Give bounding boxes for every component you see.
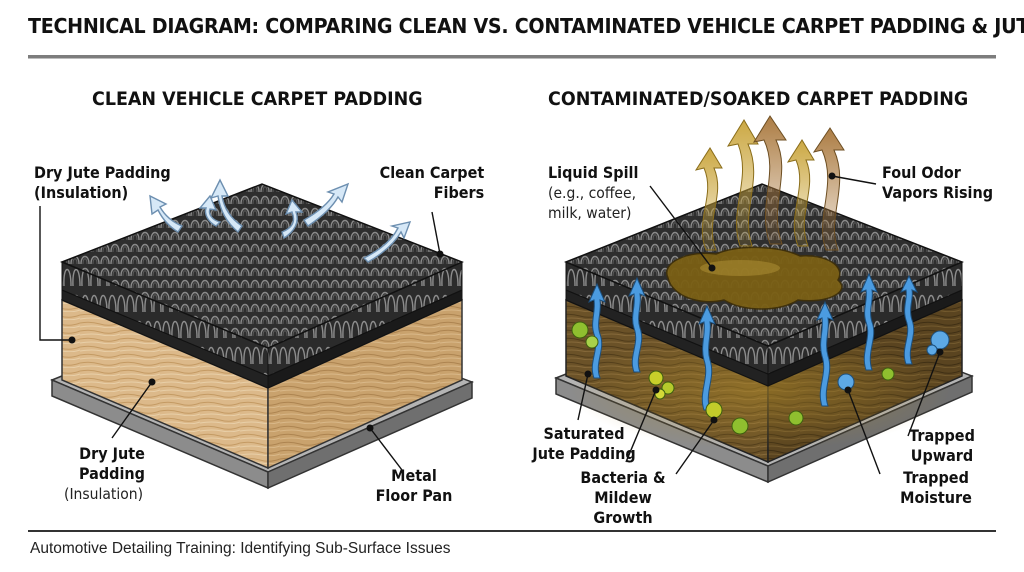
label-trapped-upward: Trapped Upward xyxy=(909,426,975,465)
label-clean-fibers: Clean Carpet Fibers xyxy=(379,163,484,202)
liquid-spill-puddle xyxy=(665,246,843,310)
clean-air-arrow-icon xyxy=(198,194,222,227)
moisture-arrow-icon xyxy=(899,274,919,365)
odor-vapor-arrow-icon xyxy=(752,115,787,245)
moisture-arrows xyxy=(588,272,919,411)
footer-divider xyxy=(28,530,996,532)
leader-liquid-spill xyxy=(649,185,716,272)
odor-vapor-arrow-icon xyxy=(812,127,845,251)
odor-vapor-arrow-icon xyxy=(726,119,759,247)
contaminated-panel-heading: CONTAMINATED/SOAKED CARPET PADDING xyxy=(548,88,969,110)
moisture-arrow-icon xyxy=(698,304,716,411)
label-dry-jute-bottom-sub: (Insulation) xyxy=(64,485,144,503)
clean-air-arrow-icon xyxy=(281,198,304,240)
moisture-arrow-icon xyxy=(628,276,646,373)
leader-trapped-upward xyxy=(907,348,944,437)
page-title: TECHNICAL DIAGRAM: COMPARING CLEAN VS. C… xyxy=(28,14,1024,38)
label-liquid-spill-sub: (e.g., coffee, milk, water) xyxy=(548,184,637,222)
label-metal-floor-pan: Metal Floor Pan xyxy=(375,466,453,505)
label-liquid-spill: Liquid Spill xyxy=(548,163,639,182)
odor-vapor-arrow-icon xyxy=(694,147,723,251)
bacteria-icon xyxy=(661,381,675,395)
clean-air-arrow-icon xyxy=(149,194,184,233)
label-bacteria-mildew: Bacteria & Mildew Growth xyxy=(580,468,666,527)
leader-foul-odor xyxy=(828,172,877,185)
footer-caption: Automotive Detailing Training: Identifyi… xyxy=(30,540,451,557)
leader-dry-jute-top xyxy=(39,206,76,344)
label-saturated-jute: Saturated Jute Padding xyxy=(532,424,636,463)
trapped-droplet-icon xyxy=(926,344,938,356)
clean-pile-top xyxy=(59,183,464,349)
moisture-arrow-icon xyxy=(860,272,878,371)
leader-saturated-jute xyxy=(577,370,592,421)
clean-panel-heading: CLEAN VEHICLE CARPET PADDING xyxy=(92,88,423,110)
leader-dry-jute-bottom xyxy=(111,378,156,439)
trapped-droplet-icon xyxy=(837,373,855,391)
bacteria-icon xyxy=(705,401,723,419)
label-trapped-moisture: Trapped Moisture xyxy=(900,468,972,507)
clean-air-arrow-icon xyxy=(303,182,350,227)
odor-vapor-arrow-icon xyxy=(786,139,815,247)
clean-carpet-block xyxy=(50,183,474,490)
leader-bacteria-2 xyxy=(675,416,718,475)
label-foul-odor: Foul Odor Vapors Rising xyxy=(882,163,994,202)
clean-metal-pan-right xyxy=(267,380,473,490)
trapped-droplets xyxy=(837,330,950,391)
label-dry-jute-bottom: Dry Jute Padding xyxy=(78,444,145,483)
leader-clean-fibers xyxy=(431,211,444,258)
odor-vapors xyxy=(694,115,845,251)
bacteria-icon xyxy=(881,367,895,381)
title-divider xyxy=(28,55,996,59)
contaminated-carpet-block xyxy=(554,183,974,484)
bacteria-icon xyxy=(571,321,589,339)
bacteria-icon xyxy=(731,417,749,435)
bacteria-icon xyxy=(585,335,599,349)
leader-bacteria-1 xyxy=(625,386,660,463)
bacteria-cluster xyxy=(571,321,895,435)
soak-stain xyxy=(570,330,950,450)
moisture-arrow-icon xyxy=(816,300,834,407)
label-dry-jute-top: Dry Jute Padding (Insulation) xyxy=(34,163,171,202)
leader-trapped-moisture xyxy=(844,386,881,475)
bacteria-icon xyxy=(648,370,664,386)
clean-air-arrows xyxy=(149,178,412,263)
clean-air-arrow-icon xyxy=(362,221,412,263)
bacteria-icon xyxy=(788,410,804,426)
leader-metal-pan xyxy=(366,424,403,471)
clean-air-arrow-icon xyxy=(209,178,243,234)
